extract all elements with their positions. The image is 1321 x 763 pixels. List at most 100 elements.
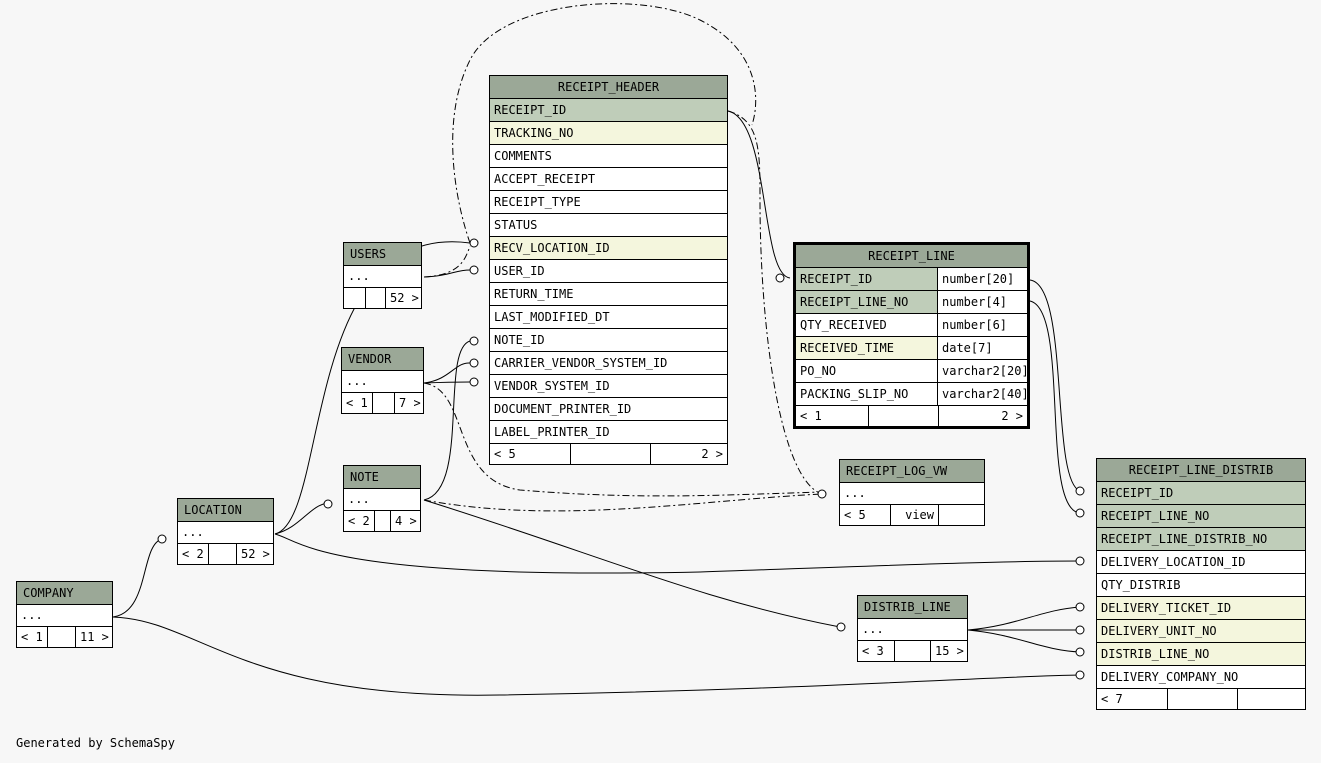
column-row[interactable]: DISTRIB_LINE_NO	[1097, 643, 1305, 666]
column-name: RECEIPT_ID	[494, 103, 567, 117]
column-row[interactable]: DELIVERY_LOCATION_ID	[1097, 551, 1305, 574]
column-type: number[20]	[937, 268, 1027, 290]
column-row[interactable]: COMMENTS	[490, 145, 727, 168]
parents-count[interactable]: < 7	[1101, 692, 1123, 706]
table-title[interactable]: VENDOR	[342, 348, 423, 371]
children-count[interactable]: 11 >	[75, 627, 112, 647]
column-row[interactable]: DELIVERY_TICKET_ID	[1097, 597, 1305, 620]
children-count[interactable]: 15 >	[930, 641, 967, 661]
column-row[interactable]: STATUS	[490, 214, 727, 237]
children-count[interactable]: 52 >	[236, 544, 273, 564]
children-count[interactable]: 2 >	[650, 444, 727, 464]
table-distrib-line[interactable]: DISTRIB_LINE ... < 3 15 >	[857, 595, 968, 662]
children-count[interactable]: 4 >	[390, 511, 420, 531]
table-title[interactable]: LOCATION	[178, 499, 273, 522]
column-row[interactable]: TRACKING_NO	[490, 122, 727, 145]
children-count[interactable]: 7 >	[394, 393, 423, 413]
parents-count[interactable]: < 2	[182, 547, 204, 561]
edge-end-marker	[1075, 556, 1085, 566]
column-row[interactable]: RECEIPT_ID	[490, 99, 727, 122]
parents-count[interactable]: < 5	[844, 508, 866, 522]
column-row[interactable]: DOCUMENT_PRINTER_ID	[490, 398, 727, 421]
generated-by-footer: Generated by SchemaSpy	[16, 736, 175, 750]
table-receipt-header[interactable]: RECEIPT_HEADER RECEIPT_ID TRACKING_NO CO…	[489, 75, 728, 465]
table-users[interactable]: USERS ... 52 >	[343, 242, 422, 309]
parents-count[interactable]	[344, 288, 365, 308]
column-name: DELIVERY_LOCATION_ID	[1101, 555, 1246, 569]
edge-company-location	[112, 538, 163, 618]
column-row[interactable]: RECEIPT_TYPE	[490, 191, 727, 214]
table-title[interactable]: NOTE	[344, 466, 420, 489]
edge-end-marker	[323, 499, 333, 509]
table-footer: < 1 11 >	[17, 627, 112, 647]
column-row[interactable]: ACCEPT_RECEIPT	[490, 168, 727, 191]
table-company[interactable]: COMPANY ... < 1 11 >	[16, 581, 113, 648]
edge-location-distrib	[274, 533, 1081, 574]
table-title[interactable]: COMPANY	[17, 582, 112, 605]
column-row[interactable]: RECEIPT_LINE_DISTRIB_NO	[1097, 528, 1305, 551]
table-vendor[interactable]: VENDOR ... < 1 7 >	[341, 347, 424, 414]
parents-count[interactable]: < 1	[346, 396, 368, 410]
parents-count[interactable]: < 3	[862, 644, 884, 658]
table-note[interactable]: NOTE ... < 2 4 >	[343, 465, 421, 532]
table-title[interactable]: RECEIPT_LOG_VW	[840, 460, 984, 483]
column-row[interactable]: LABEL_PRINTER_ID	[490, 421, 727, 444]
column-row[interactable]: QTY_DISTRIB	[1097, 574, 1305, 597]
footer-spacer	[1167, 689, 1237, 709]
table-title[interactable]: DISTRIB_LINE	[858, 596, 967, 619]
edge-vendor-logvw	[423, 382, 823, 497]
table-receipt-line-distrib[interactable]: RECEIPT_LINE_DISTRIB RECEIPT_ID RECEIPT_…	[1096, 458, 1306, 710]
column-name: QTY_DISTRIB	[1101, 578, 1181, 592]
parents-count[interactable]: < 5	[494, 447, 516, 461]
footer-spacer	[365, 288, 385, 308]
parents-count[interactable]: < 2	[348, 514, 370, 528]
table-title[interactable]: RECEIPT_LINE	[796, 245, 1027, 268]
children-count[interactable]: 2 >	[938, 406, 1027, 426]
table-location[interactable]: LOCATION ... < 2 52 >	[177, 498, 274, 565]
columns-collapsed: ...	[17, 605, 112, 627]
edge-end-marker	[1075, 508, 1085, 518]
edge-note-distribline	[423, 499, 841, 628]
column-row[interactable]: RECV_LOCATION_ID	[490, 237, 727, 260]
column-row[interactable]: DELIVERY_COMPANY_NO	[1097, 666, 1305, 689]
column-row[interactable]: VENDOR_SYSTEM_ID	[490, 375, 727, 398]
table-title[interactable]: RECEIPT_HEADER	[490, 76, 727, 99]
edge-end-marker	[1075, 486, 1085, 496]
footer-spacer	[938, 505, 984, 525]
column-name: NOTE_ID	[494, 333, 545, 347]
children-count[interactable]	[1237, 689, 1305, 709]
edge-vendor-header2	[423, 381, 471, 384]
column-row[interactable]: LAST_MODIFIED_DT	[490, 306, 727, 329]
column-name: RECEIPT_LINE_NO	[1101, 509, 1210, 523]
edge-note-logvw	[423, 493, 823, 512]
column-type: number[4]	[937, 291, 1027, 313]
table-title[interactable]: USERS	[344, 243, 421, 266]
children-count[interactable]: 52 >	[385, 288, 421, 308]
edge-end-marker	[469, 265, 479, 275]
column-row[interactable]: RECEIPT_ID	[1097, 482, 1305, 505]
column-row[interactable]: DELIVERY_UNIT_NO	[1097, 620, 1305, 643]
table-footer: 52 >	[344, 288, 421, 308]
column-name: CARRIER_VENDOR_SYSTEM_ID	[494, 356, 668, 370]
column-row[interactable]: NOTE_ID	[490, 329, 727, 352]
table-receipt-log-vw[interactable]: RECEIPT_LOG_VW ... < 5 view	[839, 459, 985, 526]
column-row[interactable]: USER_ID	[490, 260, 727, 283]
table-title[interactable]: RECEIPT_LINE_DISTRIB	[1097, 459, 1305, 482]
edge-end-marker	[1075, 602, 1085, 612]
column-row[interactable]: RECEIPT_LINE_NO	[1097, 505, 1305, 528]
column-row[interactable]: RETURN_TIME	[490, 283, 727, 306]
column-name: TRACKING_NO	[494, 126, 574, 140]
parents-count[interactable]: < 1	[21, 630, 43, 644]
edge-header-logvw-loop	[727, 110, 823, 495]
column-name: RECEIPT_ID	[1101, 486, 1174, 500]
column-row[interactable]: CARRIER_VENDOR_SYSTEM_ID	[490, 352, 727, 375]
parents-count[interactable]: < 1	[800, 409, 822, 423]
column-name: USER_ID	[494, 264, 545, 278]
